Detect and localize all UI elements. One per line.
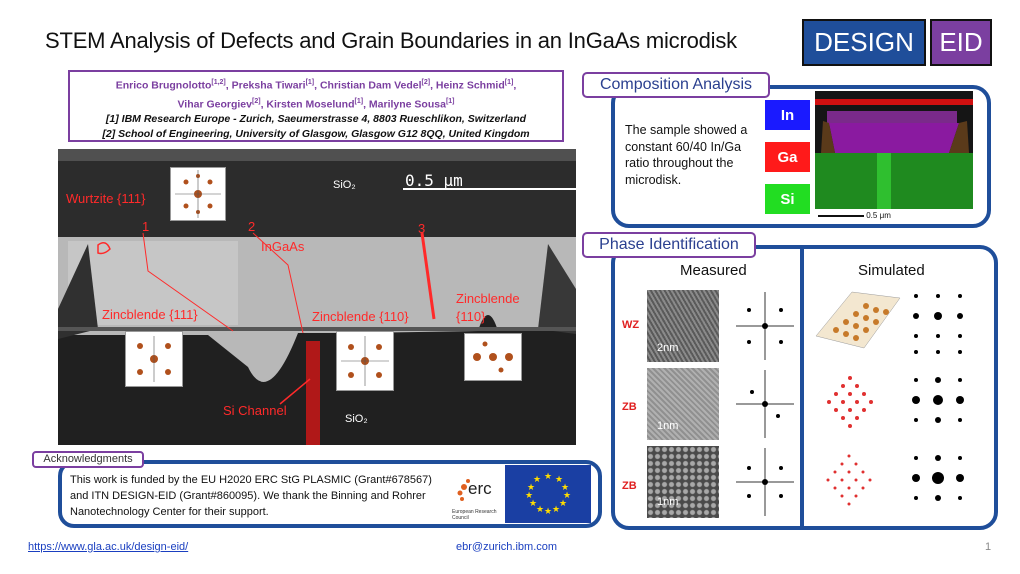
marker-1: 1 <box>142 219 150 234</box>
footer-email[interactable]: ebr@zurich.ibm.com <box>456 541 558 553</box>
acknowledgments-tab: Acknowledgments <box>32 451 144 468</box>
acknowledgments-text: This work is funded by the EU H2020 ERC … <box>70 474 432 518</box>
svg-text:★: ★ <box>544 507 552 517</box>
phase-identification-box <box>611 245 998 530</box>
eu-flag-logo: ★★★ ★★★ ★★★ ★★★ <box>505 465 591 523</box>
zb110-right-fft-inset <box>464 333 522 381</box>
sio2-top-label: SiO₂ <box>333 179 356 191</box>
stem-scale-bar: 0.5 μm <box>405 171 463 190</box>
in-chip: In <box>765 100 810 130</box>
composition-analysis-tab: Composition Analysis <box>582 72 770 98</box>
svg-text:★: ★ <box>552 505 560 515</box>
zb110-mid-fft-inset <box>336 331 394 391</box>
stem-micrograph <box>58 149 576 445</box>
svg-text:★: ★ <box>559 499 567 509</box>
page-title: STEM Analysis of Defects and Grain Bound… <box>45 28 737 53</box>
simulated-diffraction-patterns <box>906 286 976 525</box>
eds-scale-bar: 0.5 μm <box>818 211 891 220</box>
acknowledgments-box <box>58 460 602 528</box>
phase-divider <box>800 248 804 528</box>
ingaas-label: InGaAs <box>261 239 305 254</box>
authors-line-1: Enrico Brugnolotto[1,2], Preksha Tiwari[… <box>115 79 517 92</box>
marker-2: 2 <box>248 219 256 234</box>
zincblende-110-right-label-1: Zincblende <box>456 291 520 306</box>
svg-text:★: ★ <box>533 475 541 485</box>
wz-hrstem-image: 2nm <box>647 290 719 362</box>
svg-text:★: ★ <box>544 472 552 482</box>
zb-row-label-1: ZB <box>622 401 637 413</box>
wz-row-label: WZ <box>622 319 640 331</box>
svg-text:★: ★ <box>529 499 537 509</box>
zincblende-111-label: Zincblende {111} <box>102 307 198 322</box>
measured-heading: Measured <box>680 262 747 279</box>
ga-chip: Ga <box>765 142 810 172</box>
authors-line-2: Vihar Georgiev[2], Kirsten Moselund[1], … <box>177 97 455 111</box>
zb-hrstem-image-2: 1nm <box>647 446 719 518</box>
svg-text:★: ★ <box>525 491 533 501</box>
affiliation-2: [2] School of Engineering, University of… <box>102 128 530 140</box>
footer-link[interactable]: https://www.gla.ac.uk/design-eid/ <box>28 541 189 553</box>
composition-text: The sample showed a constant 60/40 In/Ga… <box>625 123 748 187</box>
zb-hrstem-image-1: 1nm <box>647 368 719 440</box>
simulated-heading: Simulated <box>858 262 925 279</box>
svg-text:★: ★ <box>563 491 571 501</box>
marker-3: 3 <box>418 221 426 236</box>
svg-text:★: ★ <box>555 475 563 485</box>
si-chip: Si <box>765 184 810 214</box>
design-logo: DESIGN <box>802 19 926 66</box>
affiliation-1: [1] IBM Research Europe - Zurich, Saeume… <box>105 113 527 125</box>
zincblende-110-mid-label: Zincblende {110} <box>312 309 409 324</box>
zb-row-label-2: ZB <box>622 480 637 492</box>
eid-logo: EID <box>930 19 992 66</box>
wz-fft-pattern <box>734 290 796 362</box>
eds-map-image <box>815 91 973 209</box>
svg-text:★: ★ <box>561 483 569 493</box>
simulated-wz-structure <box>812 286 904 361</box>
zb-fft-pattern-1 <box>734 368 796 440</box>
erc-logo: erc European Research Council <box>450 465 502 523</box>
zb111-fft-inset <box>125 331 183 387</box>
phase-identification-tab: Phase Identification <box>582 232 756 258</box>
wurtzite-label: Wurtzite {111} <box>66 191 146 206</box>
sio2-bottom-label: SiO₂ <box>345 413 368 425</box>
authors-box: Enrico Brugnolotto[1,2], Preksha Tiwari[… <box>68 70 564 142</box>
wurtzite-fft-inset <box>170 167 226 221</box>
zb-fft-pattern-2 <box>734 446 796 518</box>
zincblende-110-right-label-2: {110} <box>456 309 486 324</box>
simulated-zb-structure-2 <box>818 450 880 525</box>
simulated-zb-structure-1 <box>815 370 885 445</box>
si-channel-label: Si Channel <box>223 403 287 418</box>
composition-analysis-box <box>611 85 991 228</box>
svg-text:★: ★ <box>527 483 535 493</box>
svg-text:★: ★ <box>536 505 544 515</box>
page-number: 1 <box>985 541 992 553</box>
stem-image: Wurtzite {111} SiO₂ 0.5 μm 1 2 3 InGaAs … <box>58 149 576 445</box>
